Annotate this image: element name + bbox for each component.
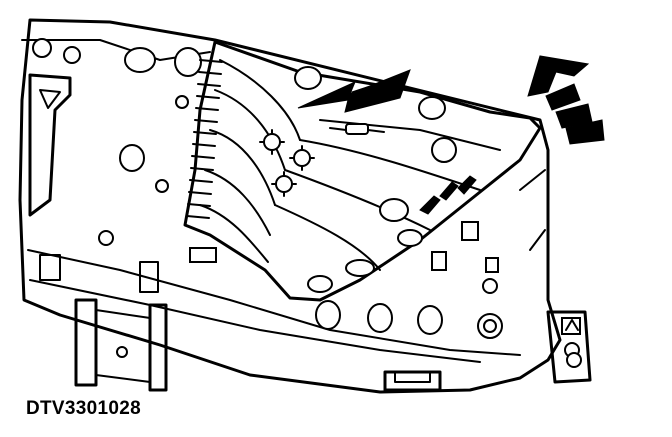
bulb-socket-1 xyxy=(259,129,285,155)
housing-bosses xyxy=(32,38,580,358)
bulb-socket-2 xyxy=(289,145,315,171)
figure-caption: DTV3301028 xyxy=(26,398,141,419)
clip-details xyxy=(39,221,499,293)
housing-ovals xyxy=(119,47,443,335)
cluster-housing xyxy=(18,18,562,394)
mounting-bracket-left xyxy=(74,298,168,392)
arrow-up-right-icon xyxy=(527,55,605,145)
mounting-bracket-right xyxy=(383,310,592,392)
bulb-socket-3 xyxy=(271,171,297,197)
left-display-window xyxy=(28,73,72,217)
arrow-left-icon xyxy=(297,69,411,113)
flexible-circuit xyxy=(183,40,542,302)
